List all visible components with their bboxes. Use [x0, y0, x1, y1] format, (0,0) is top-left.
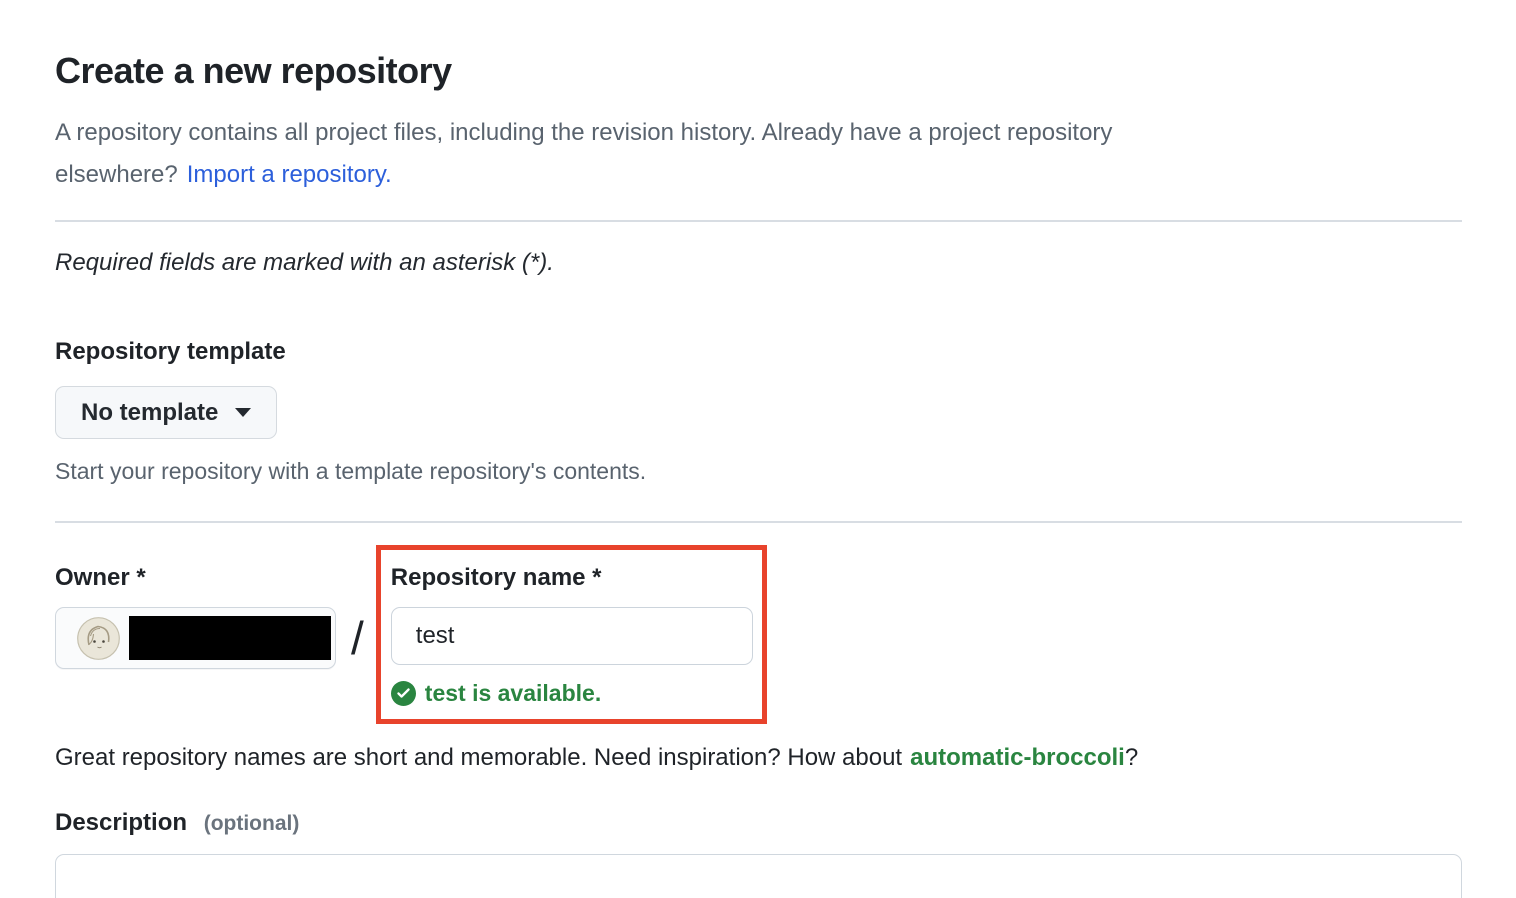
import-repository-link[interactable]: Import a repository.: [186, 161, 392, 188]
description-label-row: Description (optional): [55, 809, 1462, 838]
repository-template-heading: Repository template: [55, 338, 286, 365]
owner-select-button[interactable]: [55, 607, 336, 669]
owner-repo-separator: /: [351, 612, 364, 664]
intro-line2-prefix: elsewhere?: [55, 161, 178, 188]
check-circle-icon: [390, 681, 416, 706]
owner-label: Owner *: [55, 564, 146, 591]
owner-avatar-icon: [77, 616, 120, 660]
required-fields-note: Required fields are marked with an aster…: [55, 249, 554, 276]
template-dropdown-label: No template: [81, 398, 219, 426]
annotation-highlight-box: Repository name * test is available.: [375, 545, 767, 724]
chevron-down-icon: [235, 408, 252, 417]
owner-and-name-row: Owner *: [55, 545, 1462, 724]
suggestion-prefix: Great repository names are short and mem…: [55, 744, 903, 771]
description-input[interactable]: [55, 854, 1462, 898]
template-dropdown-button[interactable]: No template: [55, 386, 278, 439]
owner-name-redacted: [129, 616, 331, 660]
divider-middle: [55, 521, 1462, 523]
owner-field: Owner *: [55, 545, 336, 669]
divider-top: [55, 220, 1462, 222]
name-suggestion-text: Great repository names are short and mem…: [55, 743, 1462, 773]
name-availability-status: test is available.: [390, 680, 752, 707]
suggested-repo-name-link[interactable]: automatic-broccoli: [910, 744, 1125, 771]
description-label: Description: [55, 809, 188, 836]
repository-name-label: Repository name *: [390, 564, 602, 591]
availability-message: test is available.: [424, 680, 602, 706]
page-title: Create a new repository: [55, 50, 452, 91]
suggestion-suffix: ?: [1124, 744, 1139, 771]
template-help-text: Start your repository with a template re…: [55, 458, 647, 484]
repository-name-input[interactable]: [390, 607, 753, 665]
intro-line1: A repository contains all project files,…: [55, 119, 1113, 146]
intro-text: A repository contains all project files,…: [55, 112, 1462, 196]
description-optional-hint: (optional): [203, 812, 300, 835]
